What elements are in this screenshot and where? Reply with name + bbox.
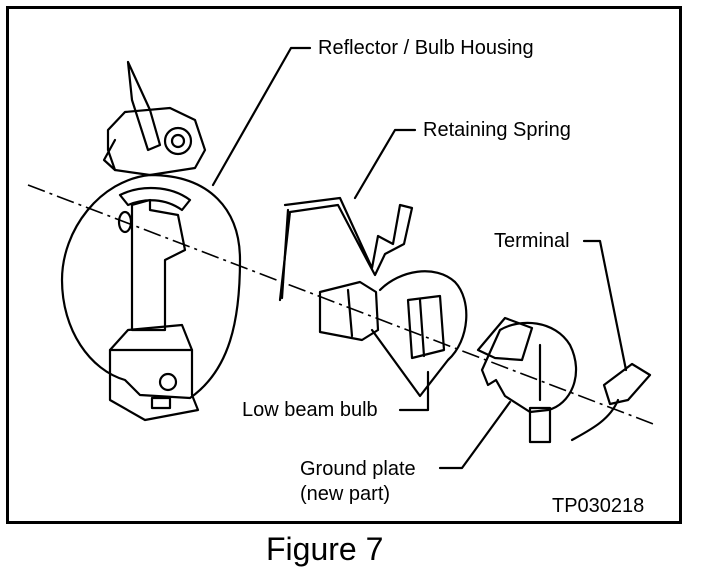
bulb-leader-line	[398, 370, 430, 412]
spring-leader-line	[353, 128, 417, 200]
terminal-label: Terminal	[494, 230, 570, 252]
retaining-spring-label: Retaining Spring	[423, 119, 571, 141]
ground-plate-subtitle: (new part)	[300, 483, 391, 505]
reflector-housing-part	[60, 60, 242, 422]
reflector-leader-line	[211, 46, 312, 187]
ground-plate-leader-line	[438, 400, 512, 470]
terminal-part	[570, 362, 652, 442]
low-beam-bulb-part	[318, 270, 468, 398]
ground-plate-label: Ground plate	[300, 458, 416, 480]
figure-frame	[6, 6, 682, 524]
terminal-leader-line	[582, 239, 628, 372]
figure-id-code: TP030218	[552, 495, 645, 517]
centerline	[27, 184, 657, 426]
retaining-spring-part	[278, 196, 414, 302]
reflector-housing-label: Reflector / Bulb Housing	[318, 37, 534, 59]
low-beam-bulb-label: Low beam bulb	[242, 399, 378, 421]
ground-plate-part	[476, 316, 578, 444]
figure-caption: Figure 7	[266, 531, 384, 567]
